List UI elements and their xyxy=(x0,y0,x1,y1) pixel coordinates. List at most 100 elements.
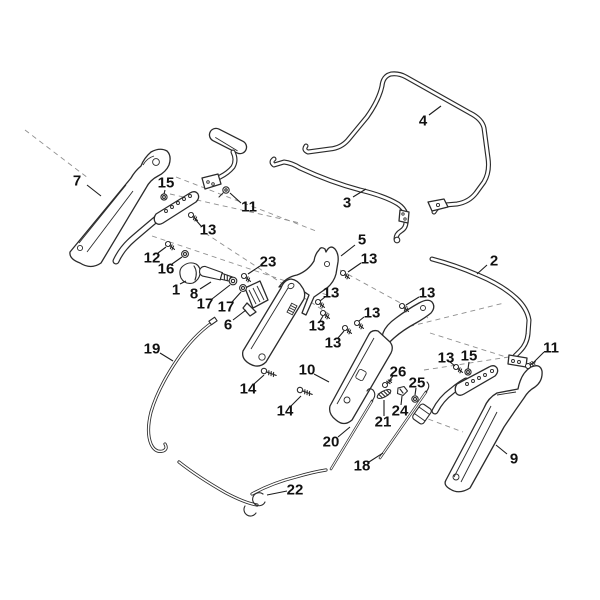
callout-leader-22-35 xyxy=(266,490,288,496)
callout-leader-5-12 xyxy=(340,244,356,257)
part-7-left-housing xyxy=(69,148,171,268)
part-3-lower-handlebar xyxy=(272,159,410,244)
part-label-8-7[interactable]: 8 xyxy=(190,286,198,303)
part-label-11-21[interactable]: 11 xyxy=(543,340,559,357)
part-label-4-23[interactable]: 4 xyxy=(419,113,428,130)
callout-leader-20-33 xyxy=(337,426,351,438)
callout-leader-14-27 xyxy=(290,395,302,407)
part-label-14-26[interactable]: 14 xyxy=(240,381,257,398)
left-handle-rail xyxy=(116,191,200,261)
part-1-knob xyxy=(179,262,201,284)
part-label-21-32[interactable]: 21 xyxy=(375,414,392,431)
part-label-26-29[interactable]: 26 xyxy=(390,364,407,381)
part-label-19-25[interactable]: 19 xyxy=(144,341,161,358)
part-2-handle-tube xyxy=(432,259,529,368)
part-20-rod xyxy=(329,388,376,471)
part-15-nut-left xyxy=(160,193,168,201)
part-label-12-4[interactable]: 12 xyxy=(144,250,161,267)
callout-leader-19-25 xyxy=(159,352,174,362)
part-label-11-2[interactable]: 11 xyxy=(241,199,257,216)
callout-leader-25-30 xyxy=(414,387,417,396)
part-label-24-31[interactable]: 24 xyxy=(392,403,409,420)
part-label-13-13[interactable]: 13 xyxy=(361,251,378,268)
callout-leader-11-21 xyxy=(532,351,545,364)
part-25-ring xyxy=(411,395,419,403)
callout-leader-13-16 xyxy=(358,316,365,322)
callout-leader-13-14 xyxy=(319,296,326,302)
callout-leader-3-24 xyxy=(352,188,367,198)
part-17-washer-a xyxy=(228,276,238,286)
part-label-13-19[interactable]: 13 xyxy=(438,350,455,367)
callout-leader-14-26 xyxy=(253,374,265,385)
callout-leader-17-8 xyxy=(211,284,231,300)
part-label-10-28[interactable]: 10 xyxy=(299,362,316,379)
part-label-17-9[interactable]: 17 xyxy=(218,299,235,316)
callout-leader-9-36 xyxy=(495,444,508,455)
part-10-lower-housing xyxy=(328,329,393,425)
part-label-3-24[interactable]: 3 xyxy=(343,195,351,212)
part-19-cable xyxy=(146,316,218,453)
part-label-13-16[interactable]: 13 xyxy=(364,305,381,322)
part-label-15-1[interactable]: 15 xyxy=(158,175,175,192)
part-label-13-17[interactable]: 13 xyxy=(325,335,342,352)
callout-leader-15-1 xyxy=(163,189,166,195)
part-22-cable-loop xyxy=(177,460,328,517)
part-23-screw xyxy=(239,271,253,284)
part-label-25-30[interactable]: 25 xyxy=(409,375,426,392)
part-label-2-22[interactable]: 2 xyxy=(490,253,498,270)
middle-housing-shell xyxy=(242,278,306,367)
part-label-13-15[interactable]: 13 xyxy=(309,318,326,335)
part-label-13-3[interactable]: 13 xyxy=(200,222,217,239)
part-label-15-20[interactable]: 15 xyxy=(461,348,478,365)
part-label-16-5[interactable]: 16 xyxy=(158,261,175,278)
part-label-17-8[interactable]: 17 xyxy=(197,296,214,313)
callout-leader-13-15 xyxy=(319,315,324,322)
part-9-right-housing xyxy=(444,365,543,493)
part-label-13-18[interactable]: 13 xyxy=(419,285,436,302)
part-label-5-12[interactable]: 5 xyxy=(358,232,366,249)
rod-guide-block xyxy=(412,403,432,425)
part-label-1-6[interactable]: 1 xyxy=(172,282,180,299)
callout-leader-23-10 xyxy=(247,265,261,275)
part-label-9-36[interactable]: 9 xyxy=(510,451,518,468)
part-label-14-27[interactable]: 14 xyxy=(277,403,294,420)
part-label-23-10[interactable]: 23 xyxy=(260,254,277,271)
fasteners xyxy=(160,186,538,403)
callout-leader-7-0 xyxy=(86,184,102,197)
callout-leader-2-22 xyxy=(476,264,488,275)
callout-leader-18-34 xyxy=(368,452,384,463)
part-label-6-11[interactable]: 6 xyxy=(224,317,232,334)
callout-leader-13-17 xyxy=(337,330,345,339)
part-18-rod xyxy=(378,381,432,460)
part-17-washer-b xyxy=(239,284,247,292)
part-6-cable-bracket xyxy=(242,280,269,317)
part-label-18-34[interactable]: 18 xyxy=(354,458,371,475)
upper-mount-bracket xyxy=(201,127,248,190)
part-label-13-14[interactable]: 13 xyxy=(323,285,340,302)
part-21-spring xyxy=(376,389,392,399)
right-handle-rail xyxy=(435,365,499,411)
callout-leader-13-18 xyxy=(405,296,420,306)
part-16-washer xyxy=(181,250,189,258)
part-13-screw-f xyxy=(340,323,354,336)
callout-leader-4-23 xyxy=(428,105,442,116)
callout-leader-6-11 xyxy=(232,309,247,321)
rear-mount-bracket xyxy=(381,299,435,346)
part-label-7-0[interactable]: 7 xyxy=(73,173,81,190)
part-label-22-35[interactable]: 22 xyxy=(287,482,304,499)
part-13-screw-a xyxy=(186,210,200,223)
callout-leader-15-20 xyxy=(467,361,470,370)
part-label-20-33[interactable]: 20 xyxy=(323,434,340,451)
part-14-screw-b xyxy=(295,385,314,398)
callout-leader-16-5 xyxy=(171,256,183,265)
callout-leader-13-13 xyxy=(347,262,362,273)
callout-leader-12-4 xyxy=(157,246,167,254)
callout-leader-13-3 xyxy=(194,218,202,227)
part-8-bolt xyxy=(198,265,234,283)
callout-leader-26-29 xyxy=(388,375,394,382)
part-4-upper-handlebar xyxy=(305,74,489,212)
callout-leader-1-6 xyxy=(179,280,187,285)
